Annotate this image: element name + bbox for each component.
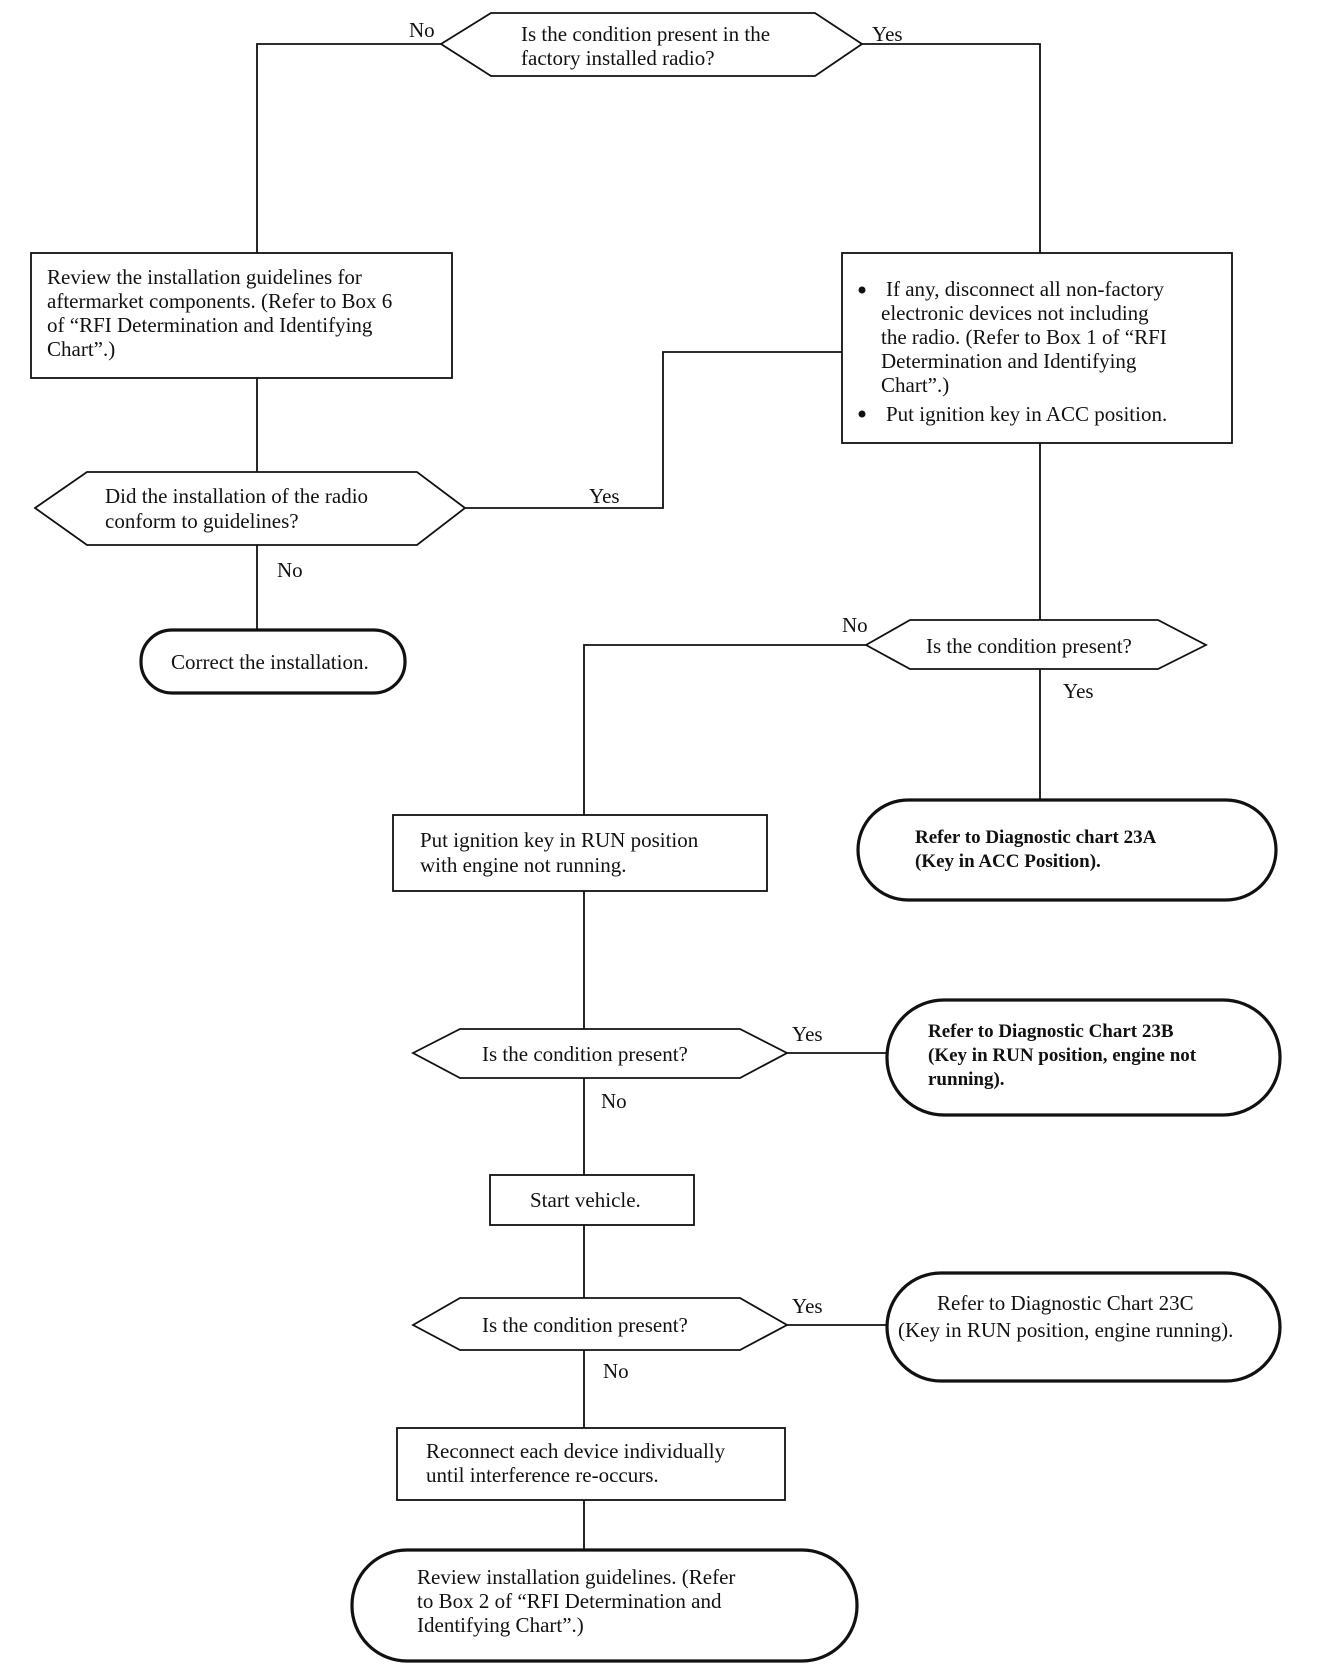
box-text: Start vehicle. — [530, 1188, 641, 1212]
decision-text: factory installed radio? — [521, 46, 715, 70]
connectors — [256, 43, 1041, 1550]
terminal-text: Identifying Chart”.) — [417, 1613, 584, 1637]
box-disconnect-devices: If any, disconnect all non-factory elect… — [841, 252, 1233, 444]
box-text: Put ignition key in ACC position. — [886, 402, 1167, 426]
terminal-text: Refer to Diagnostic Chart 23B — [928, 1021, 1174, 1042]
terminal-chart-23c: Refer to Diagnostic Chart 23C (Key in RU… — [885, 1271, 1282, 1383]
decision-condition-acc: Is the condition present? — [864, 619, 1208, 670]
box-text: Put ignition key in RUN position — [420, 828, 699, 852]
terminal-correct-installation: Correct the installation. — [139, 628, 407, 695]
box-review-aftermarket: Review the installation guidelines for a… — [30, 252, 453, 379]
box-reconnect-devices: Reconnect each device individually until… — [396, 1427, 786, 1501]
box-text: of “RFI Determination and Identifying — [47, 313, 373, 337]
terminal-text: Review installation guidelines. (Refer — [417, 1565, 735, 1589]
label-yes: Yes — [872, 22, 903, 46]
bullet — [858, 410, 866, 418]
decision-factory-radio: Is the condition present in the factory … — [439, 12, 864, 77]
box-text: Chart”.) — [47, 337, 115, 361]
box-text: If any, disconnect all non-factory — [886, 277, 1164, 301]
label-yes: Yes — [589, 484, 620, 508]
connector-factory-no — [256, 43, 441, 253]
terminal-text: Refer to Diagnostic Chart 23C — [937, 1291, 1194, 1315]
label-no: No — [277, 558, 303, 582]
terminal-text: Correct the installation. — [171, 650, 369, 674]
terminal-chart-23a: Refer to Diagnostic chart 23A (Key in AC… — [856, 798, 1278, 902]
terminal-text: to Box 2 of “RFI Determination and — [417, 1589, 722, 1613]
terminal-text: (Key in ACC Position). — [915, 851, 1101, 872]
terminal-text: (Key in RUN position, engine not — [928, 1045, 1197, 1066]
decision-text: Is the condition present? — [482, 1313, 688, 1337]
decision-condition-start: Is the condition present? — [411, 1297, 789, 1351]
terminal-text: Refer to Diagnostic chart 23A — [915, 827, 1157, 848]
connector-acc-no — [583, 644, 866, 815]
box-text: Determination and Identifying — [881, 349, 1137, 373]
box-text: electronic devices not including — [881, 301, 1149, 325]
box-text: Review the installation guidelines for — [47, 265, 362, 289]
terminal-chart-23b: Refer to Diagnostic Chart 23B (Key in RU… — [885, 998, 1282, 1117]
decision-conform-guidelines: Did the installation of the radio confor… — [33, 471, 467, 546]
box-text: until interference re-occurs. — [426, 1463, 659, 1487]
terminal-text: (Key in RUN position, engine running). — [898, 1318, 1233, 1342]
decision-condition-run: Is the condition present? — [411, 1028, 789, 1079]
box-text: with engine not running. — [420, 853, 626, 877]
decision-text: Is the condition present in the — [521, 22, 770, 46]
terminal-review-box2: Review installation guidelines. (Refer t… — [350, 1548, 859, 1663]
box-text: aftermarket components. (Refer to Box 6 — [47, 289, 392, 313]
connector-factory-yes — [862, 43, 1041, 253]
label-no: No — [409, 18, 435, 42]
decision-text: Did the installation of the radio — [105, 484, 368, 508]
box-text: the radio. (Refer to Box 1 of “RFI — [881, 325, 1167, 349]
label-no: No — [601, 1089, 627, 1113]
label-no: No — [842, 613, 868, 637]
box-text: Reconnect each device individually — [426, 1439, 726, 1463]
decision-text: conform to guidelines? — [105, 509, 299, 533]
terminal-text: running). — [928, 1069, 1005, 1090]
decision-text: Is the condition present? — [926, 634, 1132, 658]
decision-text: Is the condition present? — [482, 1042, 688, 1066]
box-key-run: Put ignition key in RUN position with en… — [392, 814, 768, 892]
connector-conform-yes — [465, 351, 842, 509]
box-start-vehicle: Start vehicle. — [489, 1174, 695, 1226]
label-no: No — [603, 1359, 629, 1383]
label-yes: Yes — [792, 1294, 823, 1318]
label-yes: Yes — [1063, 679, 1094, 703]
label-yes: Yes — [792, 1022, 823, 1046]
bullet — [858, 286, 866, 294]
box-text: Chart”.) — [881, 373, 949, 397]
